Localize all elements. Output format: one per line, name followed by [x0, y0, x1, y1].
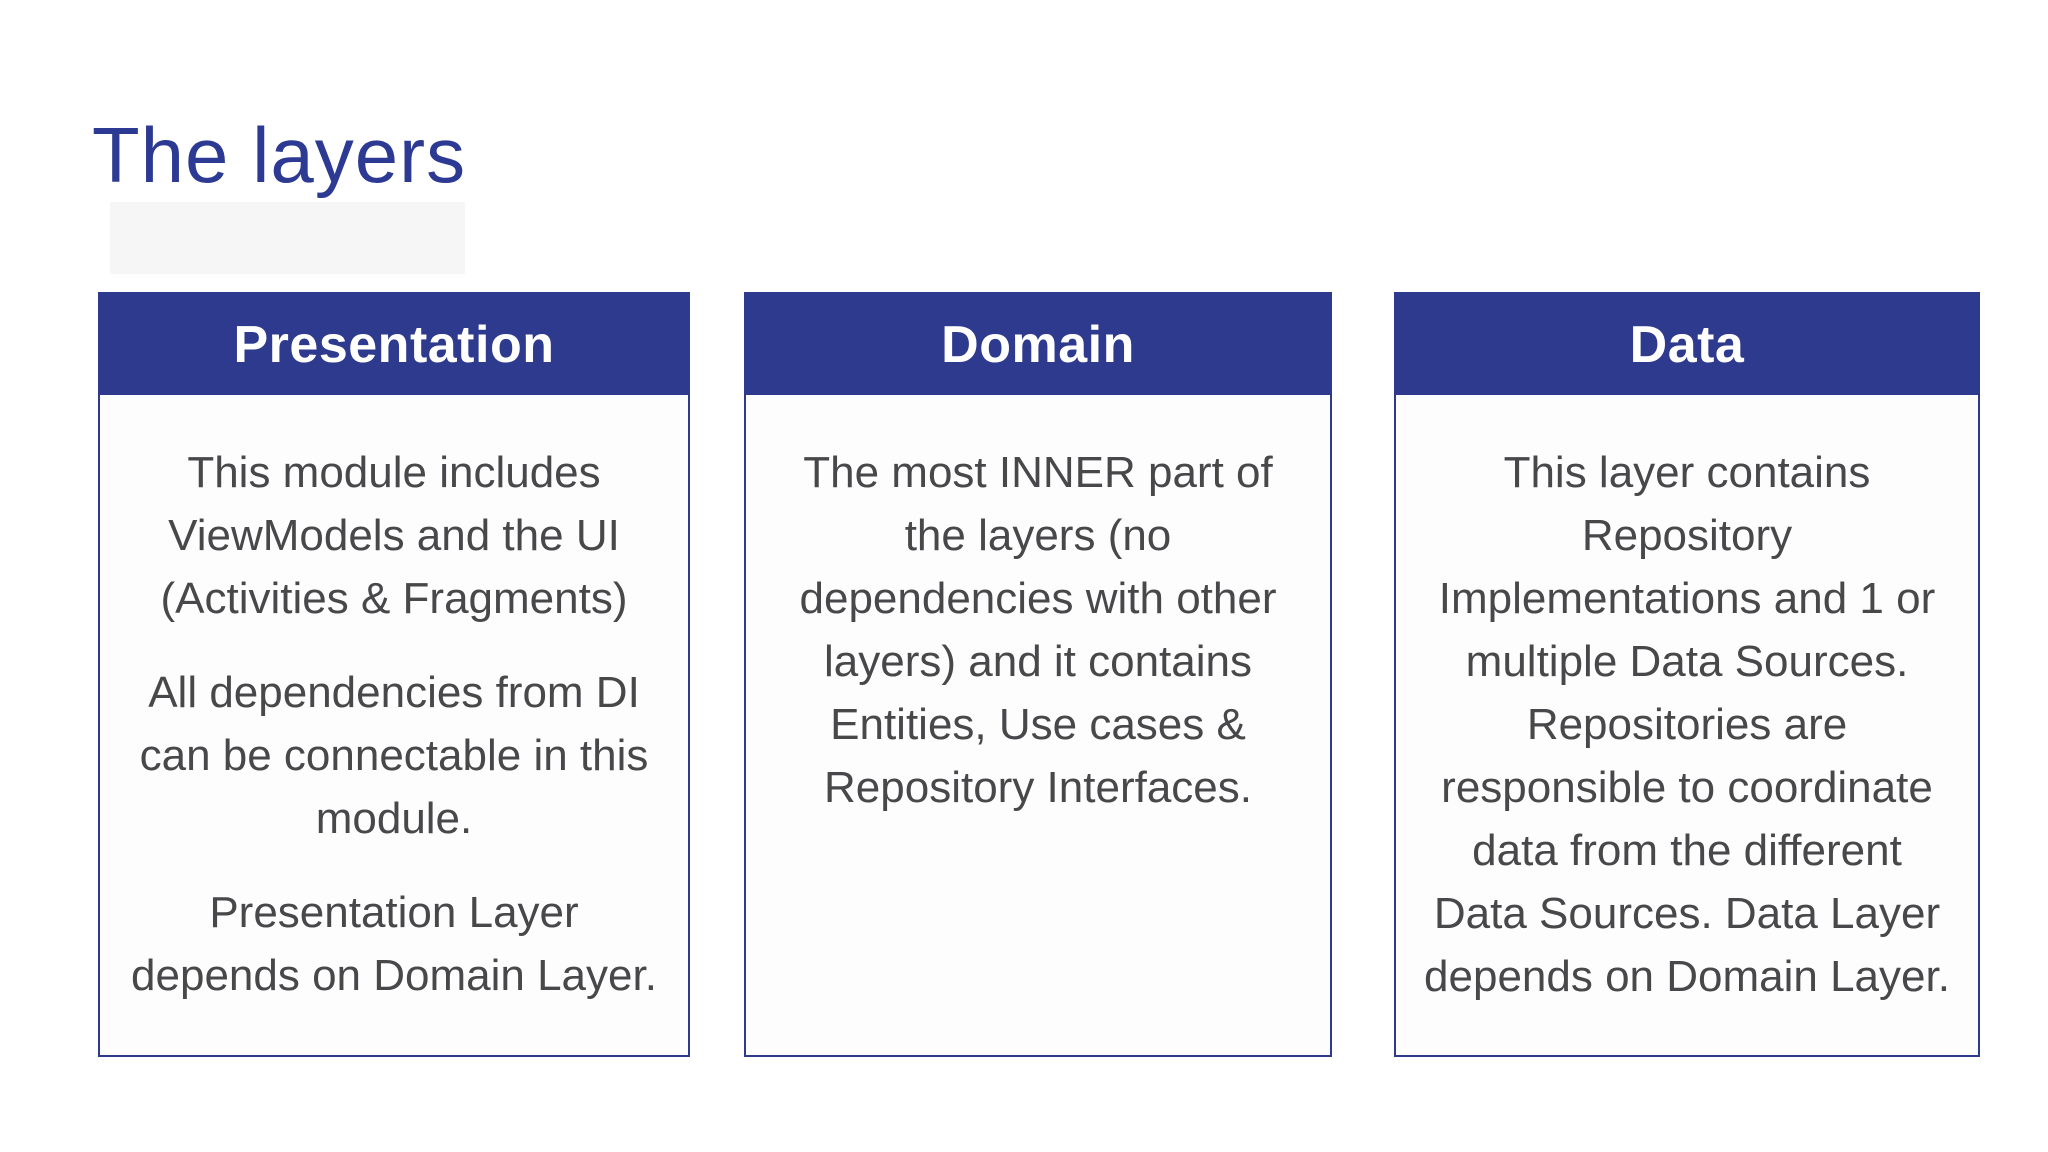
title-highlight-box [110, 202, 465, 274]
card-presentation-body: This module includes ViewModels and the … [100, 395, 688, 1007]
card-presentation-paragraph-1: This module includes ViewModels and the … [160, 448, 628, 623]
card-presentation: Presentation This module includes ViewMo… [98, 292, 690, 1057]
page-title: The layers [92, 111, 467, 199]
card-data-title: Data [1629, 315, 1745, 374]
card-data-body: This layer contains Repository Implement… [1396, 395, 1978, 1008]
card-data-paragraph-1: This layer contains Repository Implement… [1424, 448, 1950, 1001]
card-domain-header: Domain [746, 294, 1330, 395]
card-domain-paragraph-1: The most INNER part of the layers (no de… [799, 448, 1277, 812]
card-presentation-header: Presentation [100, 294, 688, 395]
card-domain-body: The most INNER part of the layers (no de… [746, 395, 1330, 819]
card-data-header: Data [1396, 294, 1978, 395]
card-domain-title: Domain [941, 315, 1135, 374]
card-presentation-paragraph-2: All dependencies from DI can be connecta… [139, 668, 649, 843]
card-presentation-title: Presentation [233, 315, 555, 374]
card-presentation-paragraph-3: Presentation Layer depends on Domain Lay… [131, 888, 657, 1000]
card-data: Data This layer contains Repository Impl… [1394, 292, 1980, 1057]
card-domain: Domain The most INNER part of the layers… [744, 292, 1332, 1057]
